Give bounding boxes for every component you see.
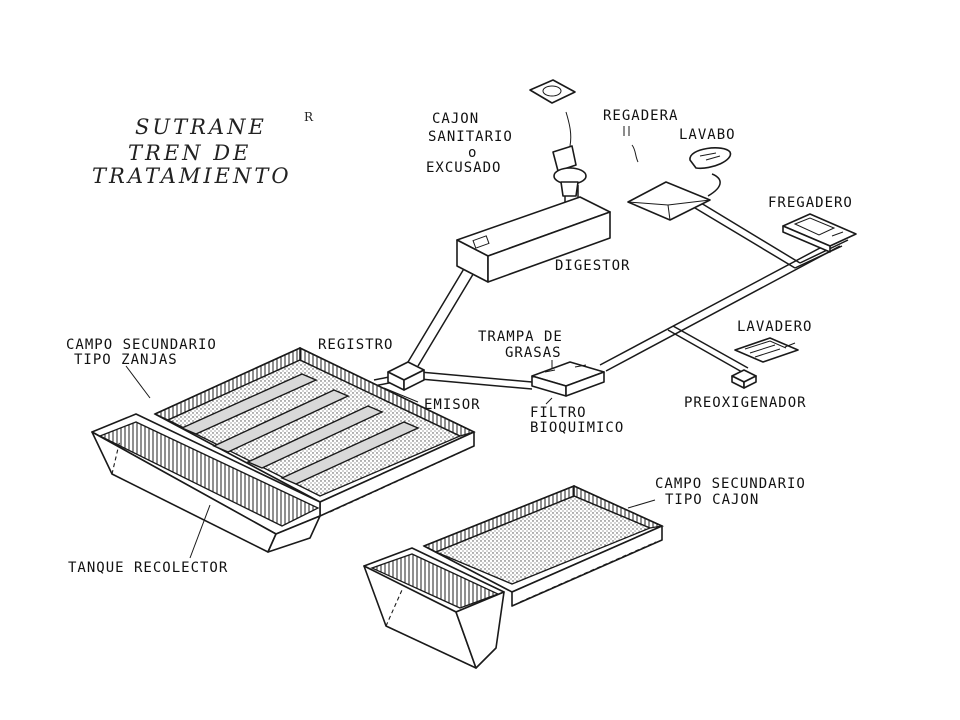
- sink-front: [782, 225, 831, 253]
- lavadero-top: [734, 337, 799, 363]
- label-lavabo: LAVABO: [679, 127, 736, 143]
- preox-front: [743, 375, 757, 389]
- washbasin: LAVABO: [679, 127, 736, 170]
- registro-front: [403, 369, 425, 391]
- laundry-sink: LAVADERO: [734, 319, 812, 363]
- pipe-digestor-registro: [407, 261, 479, 367]
- title-tratamiento: TRATAMIENTO: [92, 164, 292, 188]
- cajon-field-pointer: [627, 499, 656, 509]
- collector-tank-1: TANQUE RECOLECTOR: [68, 413, 321, 576]
- field-bed: [166, 359, 462, 497]
- tank1-dashed-bottom: [111, 439, 269, 553]
- pipe-registro-trampa: [419, 371, 533, 390]
- label-cajon-3: o: [468, 145, 477, 161]
- trap-front: [565, 371, 605, 397]
- label-registro: REGISTRO: [318, 337, 393, 353]
- tank2-end: [455, 591, 505, 669]
- label-cajon-2: SANITARIO: [428, 129, 513, 145]
- zanjas-pointer: [125, 365, 151, 399]
- pipe-lavabo-drain: [707, 173, 721, 197]
- toilet-tank-plan: [529, 79, 576, 104]
- trench-ridge-1: [180, 373, 318, 435]
- trench-ridge-2: [212, 389, 350, 453]
- trap-lids: [544, 364, 587, 373]
- box-field-bed: [434, 495, 652, 585]
- diagram-title: SUTRANE R TREN DE TRATAMIENTO: [92, 110, 314, 188]
- tanque-pointer: [189, 504, 211, 559]
- label-filtro-1: FILTRO: [530, 405, 587, 421]
- toilet-seat-plan: [542, 85, 562, 97]
- lavadero-faucet-icon: [784, 342, 796, 348]
- label-preoxigenador: PREOXIGENADOR: [684, 395, 807, 411]
- title-sutrane: SUTRANE: [135, 115, 267, 139]
- tank1-inner-wall: [98, 421, 320, 527]
- tank1-end: [267, 515, 321, 553]
- digestor-front: [487, 211, 611, 283]
- label-cajon-field-2: TIPO CAJON: [665, 492, 759, 508]
- label-emisor: EMISOR: [424, 397, 481, 413]
- pipes: [373, 173, 849, 390]
- pipe-lavabo-line: [689, 199, 801, 269]
- box-field: CAMPO SECUNDARIO TIPO CAJON: [422, 476, 806, 607]
- pipe-preoxigenador: [667, 325, 749, 373]
- box-field-front-dash: [519, 541, 657, 603]
- digestor: DIGESTOR: [456, 196, 630, 283]
- label-trampa-2: GRASAS: [505, 345, 562, 361]
- collector-funnel: [627, 181, 711, 221]
- pipe-main-line: [599, 239, 841, 372]
- funnel-inner: [627, 199, 711, 221]
- label-trampa-1: TRAMPA DE: [478, 329, 563, 345]
- toilet-base: [560, 181, 579, 197]
- label-digestor: DIGESTOR: [555, 258, 630, 274]
- title-tren-de: TREN DE: [128, 141, 251, 165]
- filtro-pointer: [545, 397, 553, 405]
- toilet-tank: [552, 145, 577, 172]
- lavadero-washboard: [744, 340, 787, 358]
- label-cajon-field-1: CAMPO SECUNDARIO: [655, 476, 806, 492]
- trench-ridge-3: [246, 405, 384, 469]
- label-zanjas-1: CAMPO SECUNDARIO: [66, 337, 217, 353]
- shower-head-icon: [623, 126, 630, 136]
- label-filtro-2: BIOQUIMICO: [530, 420, 624, 436]
- trench-field: CAMPO SECUNDARIO TIPO ZANJAS EMISOR: [66, 337, 481, 517]
- registro: REGISTRO: [318, 337, 425, 391]
- digestor-lid-icon: [472, 235, 490, 249]
- washbasin-faucet-icon: [699, 152, 721, 161]
- box-field-front: [511, 525, 663, 607]
- tank2-dashed-bottom: [385, 589, 477, 669]
- title-superscript: R: [304, 110, 314, 124]
- preoxygenator: PREOXIGENADOR: [684, 369, 807, 411]
- label-regadera: REGADERA: [603, 108, 678, 124]
- field-front-dash: [329, 447, 471, 513]
- grease-trap: TRAMPA DE GRASAS FILTRO BIOQUIMICO: [478, 329, 624, 436]
- pointer-arrow: [565, 111, 572, 147]
- label-lavadero: LAVADERO: [737, 319, 812, 335]
- pipe-fregadero: [794, 239, 849, 269]
- sink-basin: [793, 217, 836, 236]
- label-fregadero: FREGADERO: [768, 195, 853, 211]
- kitchen-sink: FREGADERO: [768, 195, 857, 253]
- shower-pointer: [631, 144, 639, 163]
- emisor-pointer: [383, 387, 419, 403]
- trench-ridge-4: [280, 421, 420, 485]
- toilet: CAJON SANITARIO o EXCUSADO: [426, 79, 587, 197]
- label-zanjas-2: TIPO ZANJAS: [74, 352, 178, 368]
- label-cajon-1: CAJON: [432, 111, 479, 127]
- collector-tank-2: [363, 547, 505, 669]
- label-tanque: TANQUE RECOLECTOR: [68, 560, 228, 576]
- label-cajon-4: EXCUSADO: [426, 160, 501, 176]
- sink-faucet-icon: [831, 231, 844, 237]
- washbasin-bowl: [689, 147, 732, 170]
- shower: REGADERA: [603, 108, 678, 163]
